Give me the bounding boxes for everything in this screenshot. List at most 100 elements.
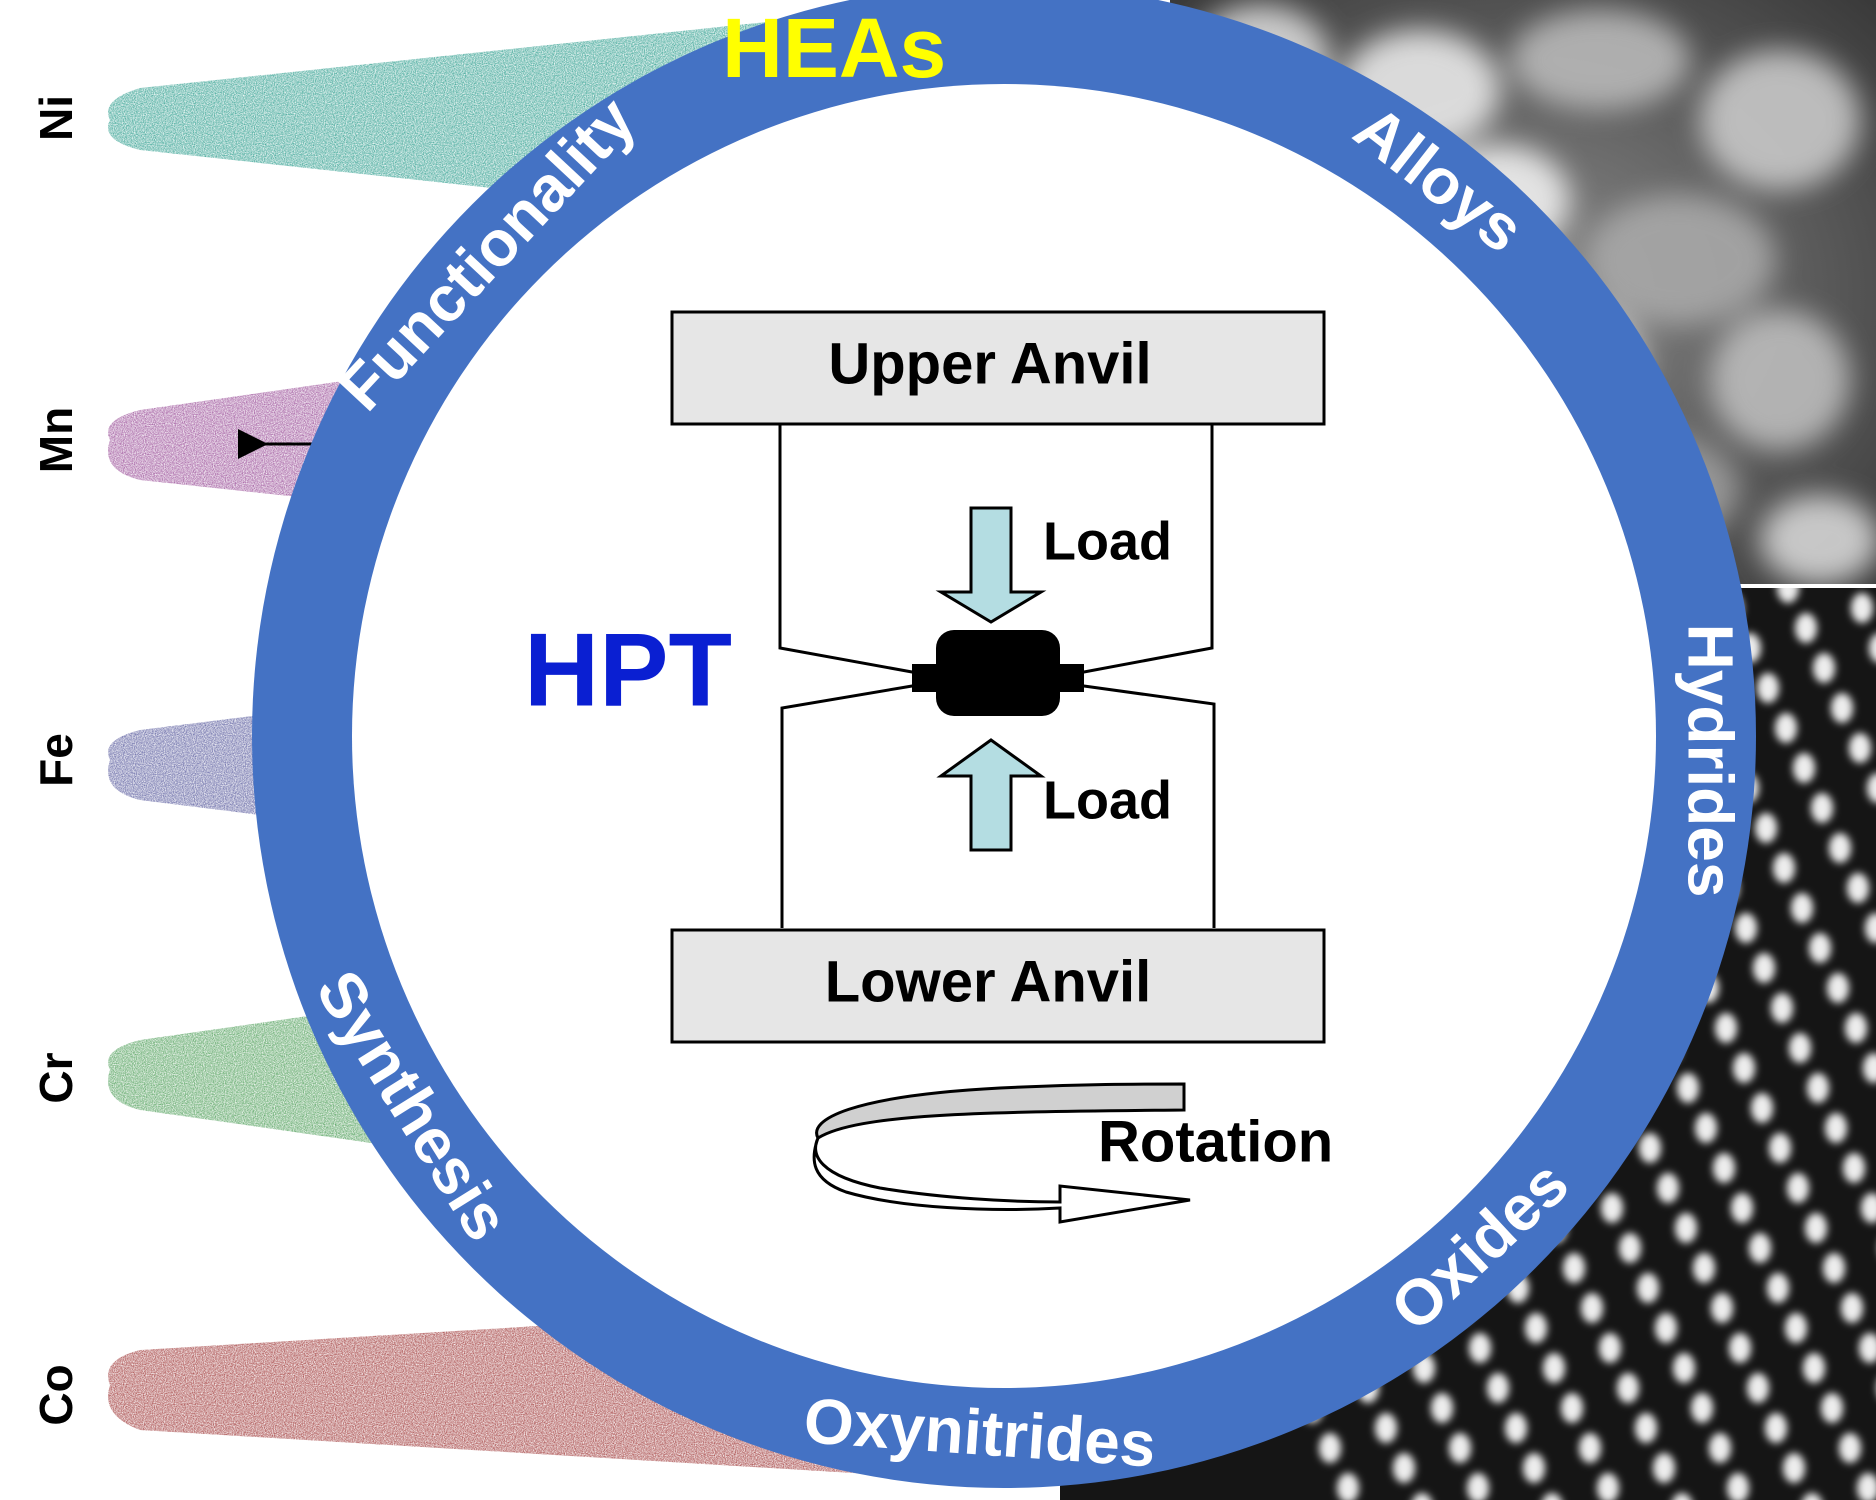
lattice-dot (1773, 853, 1795, 883)
lattice-dot (1843, 1153, 1865, 1183)
lattice-dot (1617, 1373, 1639, 1403)
lattice-dot (1635, 1413, 1657, 1443)
lattice-dot (1769, 1133, 1791, 1163)
lattice-dot (1807, 1073, 1829, 1103)
lattice-dot (1393, 1453, 1415, 1483)
lattice-dot (1597, 1473, 1619, 1500)
lattice-dot (1412, 1493, 1432, 1500)
load-label-top: Load (1043, 511, 1172, 571)
lattice-dot (1845, 1013, 1867, 1043)
lattice-dot (1803, 1353, 1825, 1383)
lattice-dot (1793, 753, 1815, 783)
lower-anvil-label: Lower Anvil (825, 949, 1152, 1014)
lattice-dot (1677, 1073, 1699, 1103)
element-label-mn: Mn (30, 407, 82, 473)
element-label-cr: Cr (30, 1052, 82, 1103)
lattice-dot (1375, 1413, 1397, 1443)
lattice-dot (1581, 1293, 1603, 1323)
lattice-dot (1791, 893, 1813, 923)
lattice-dot (1777, 588, 1799, 603)
lattice-dot (1543, 1353, 1565, 1383)
upper-anvil-label: Upper Anvil (828, 331, 1151, 396)
lattice-dot (1802, 1493, 1822, 1500)
lattice-dot (1867, 773, 1876, 803)
lattice-dot (1757, 673, 1779, 703)
lattice-dot (1863, 1053, 1876, 1083)
lattice-dot (1653, 1453, 1675, 1483)
lattice-dot (1747, 1373, 1769, 1403)
lattice-dot (1713, 1153, 1735, 1183)
lattice-dot (1859, 1333, 1876, 1363)
lattice-dot (1841, 1293, 1863, 1323)
lattice-dot (1319, 1433, 1341, 1463)
lattice-dot (1787, 1173, 1809, 1203)
lattice-dot (1749, 1233, 1771, 1263)
lattice-dot (1813, 653, 1835, 683)
lattice-dot (1505, 1413, 1527, 1443)
lattice-dot (1805, 1213, 1827, 1243)
lattice-dot (1563, 1253, 1585, 1283)
lattice-dot (1525, 1313, 1547, 1343)
lattice-dot (1775, 713, 1797, 743)
lattice-dot (1861, 1193, 1876, 1223)
lattice-dot (1825, 1113, 1847, 1143)
lattice-dot (1431, 1393, 1453, 1423)
lattice-dot (1619, 1233, 1641, 1263)
lattice-dot (1469, 1333, 1491, 1363)
lattice-dot (1561, 1393, 1583, 1423)
lattice-dot (1693, 1253, 1715, 1283)
lattice-dot (1771, 993, 1793, 1023)
lattice-dot (1857, 1473, 1876, 1500)
lattice-dot (1523, 1453, 1545, 1483)
hpt-schematic: Upper Anvil Load Load Lower Anvil Rotati… (524, 310, 1333, 1224)
hpt-label: HPT (524, 612, 732, 728)
lattice-dot (1579, 1433, 1601, 1463)
lattice-dot (1783, 1453, 1805, 1483)
ring-word-hydrides: Hydrides (1675, 624, 1747, 898)
load-arrow-up (936, 738, 1046, 852)
ring-title-heas: HEAs (722, 1, 946, 95)
lattice-dot (1809, 933, 1831, 963)
load-arrow-down (935, 506, 1047, 624)
lattice-dot (1672, 1493, 1692, 1500)
lattice-dot (1601, 1193, 1623, 1223)
lattice-dot (1731, 1193, 1753, 1223)
lattice-dot (1827, 973, 1849, 1003)
lattice-dot (1751, 1093, 1773, 1123)
rotation-arrow (812, 1137, 1191, 1224)
rotation-ribbon-back (815, 1082, 1186, 1141)
lattice-dot (1849, 733, 1871, 763)
lattice-dot (1449, 1433, 1471, 1463)
lattice-dot (1691, 1393, 1713, 1423)
lattice-dot (1811, 793, 1833, 823)
lattice-dot (1831, 693, 1853, 723)
lower-anvil-block (670, 928, 1326, 1044)
lattice-dot (1727, 1473, 1749, 1500)
lattice-dot (1637, 1273, 1659, 1303)
lattice-dot (1711, 1293, 1733, 1323)
lattice-dot (1735, 913, 1757, 943)
lattice-dot (1467, 1473, 1489, 1500)
lattice-dot (1709, 1433, 1731, 1463)
lattice-dot (1675, 1213, 1697, 1243)
lattice-dot (1839, 1433, 1861, 1463)
lattice-dot (1847, 873, 1869, 903)
lattice-dot (1755, 813, 1777, 843)
element-label-fe: Fe (30, 733, 82, 787)
lattice-dot (1639, 1133, 1661, 1163)
lattice-dot (1753, 953, 1775, 983)
lattice-dot (1487, 1373, 1509, 1403)
lattice-dot (1765, 1413, 1787, 1443)
sample-disc (936, 630, 1060, 716)
lattice-dot (1829, 833, 1851, 863)
lattice-dot (1599, 1333, 1621, 1363)
lattice-dot (1673, 1353, 1695, 1383)
load-label-bottom: Load (1043, 770, 1172, 830)
element-label-ni: Ni (30, 95, 82, 141)
ring-inner-disc (352, 84, 1656, 1388)
lattice-dot (1657, 1173, 1679, 1203)
element-label-co: Co (30, 1364, 82, 1425)
lattice-dot (1789, 1033, 1811, 1063)
lattice-dot (1729, 1333, 1751, 1363)
